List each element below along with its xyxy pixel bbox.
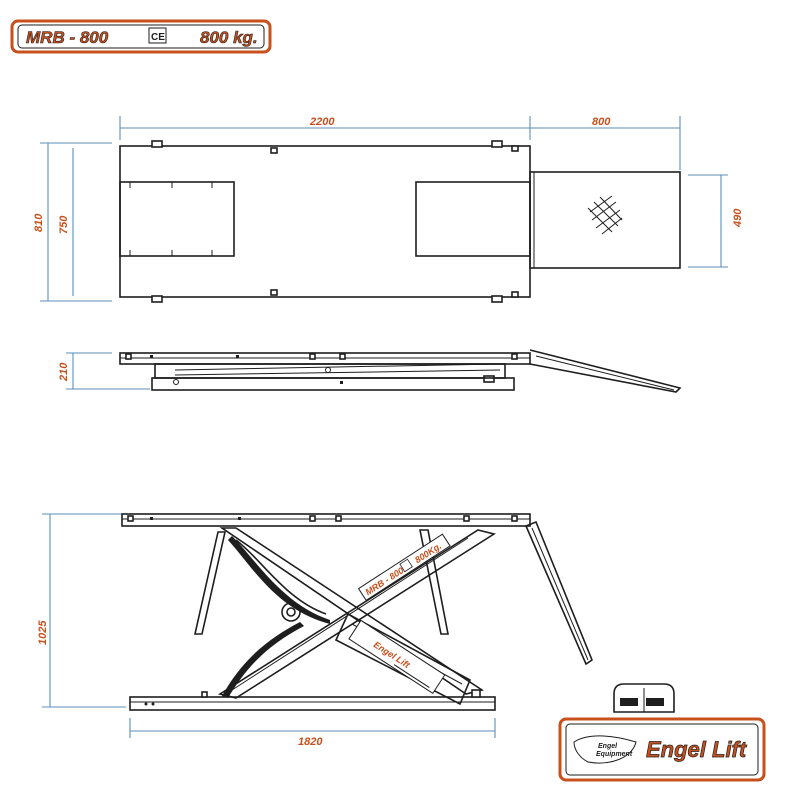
side-view-lowered: 210 <box>58 349 682 393</box>
dim-ramp-length: 800 <box>592 116 611 128</box>
badge-model: MRB - 800 <box>26 28 109 47</box>
brand-sticker: Engel Lift <box>348 619 446 695</box>
grip-pattern-icon <box>587 195 623 235</box>
emblem-icon <box>573 735 637 764</box>
dim-lowered-height: 210 <box>58 362 70 382</box>
top-view: 2200 800 810 750 490 <box>33 116 744 303</box>
dim-top-length: 2200 <box>309 116 335 128</box>
logo-emblem-line1: Engel <box>598 743 618 750</box>
dim-overall-width: 810 <box>33 213 45 232</box>
logo-brand: Engel Lift <box>646 737 748 762</box>
model-badge: MRB - 800 CE 800 kg. <box>10 19 272 54</box>
foot-pedal-icon <box>613 683 675 713</box>
dim-raised-height: 1025 <box>37 620 49 645</box>
side-view-raised: 1025 1820 <box>37 513 593 748</box>
engel-lift-logo: Engel Equipment Engel Lift <box>558 717 766 782</box>
logo-emblem-line2: Equipment <box>596 751 633 758</box>
badge-capacity: 800 kg. <box>200 28 258 47</box>
badge-ce-mark: CE <box>151 32 165 43</box>
dim-ramp-width: 490 <box>732 208 744 228</box>
dim-inner-width: 750 <box>58 215 70 234</box>
ce-mark-box <box>148 27 167 44</box>
dim-base-length: 1820 <box>298 736 323 748</box>
